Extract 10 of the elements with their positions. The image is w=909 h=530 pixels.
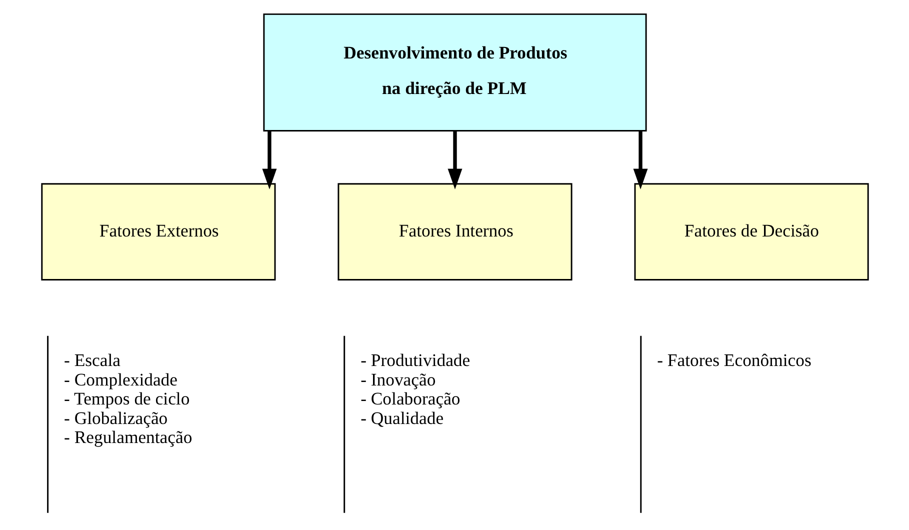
node-text: - Fatores Econômicos bbox=[656, 350, 811, 370]
node-text: - Produtividade - Inovação - Colaboração - Qualidade bbox=[360, 350, 470, 428]
node-box: Fatores de Decisão bbox=[634, 183, 868, 280]
arrow bbox=[262, 130, 276, 190]
arrow bbox=[632, 130, 648, 190]
node-box: Fatores Externos bbox=[40, 183, 276, 280]
node-box: Desenvolvimento de Produtos na direção de PLM bbox=[262, 13, 646, 132]
arrow bbox=[447, 130, 462, 190]
node-text: - Escala - Complexidade - Tempos de ciclo - Globalização - Regulamentação bbox=[64, 350, 192, 447]
node-box: Fatores Internos bbox=[337, 183, 572, 280]
